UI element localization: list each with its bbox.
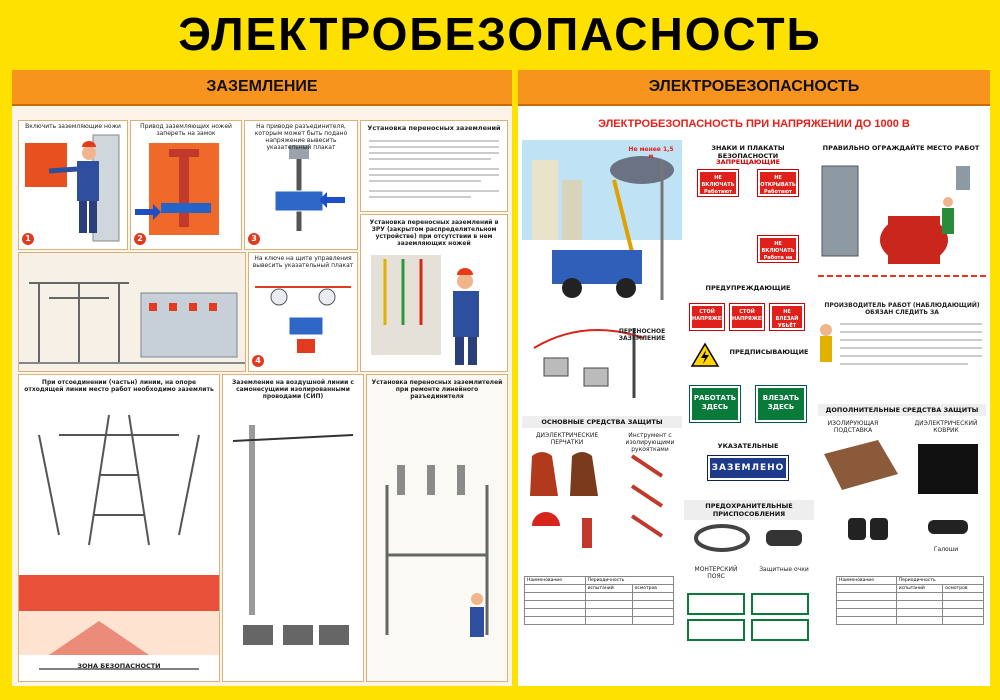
tool-label: Инструмент с изолирующими рукоятками: [625, 432, 675, 453]
no-switch-line-sign: НЕ ВКЛЮЧАТЬ Работа на линии: [757, 235, 799, 268]
electrosafety-panel-header: ЭЛЕКТРОБЕЗОПАСНОСТЬ: [518, 70, 990, 106]
no-open-sign: НЕ ОТКРЫВАТЬ Работают люди: [757, 169, 799, 202]
disconnector-illustration: [367, 375, 507, 681]
prohibiting-label: ЗАПРЕЩАЮЩИЕ: [715, 158, 781, 166]
grounding-panel-header: ЗАЗЕМЛЕНИЕ: [12, 70, 512, 106]
zru-worker-illustration: [371, 255, 479, 365]
under-1000v-title: ЭЛЕКТРОБЕЗОПАСНОСТЬ ПРИ НАПРЯЖЕНИИ ДО 10…: [598, 118, 910, 130]
block-title: При отсоединении (частьн) линии, на опор…: [24, 379, 214, 393]
table-header: Периодичность: [584, 576, 675, 585]
table-header: осмотров: [942, 584, 984, 593]
line-grounding-block: При отсоединении (частьн) линии, на опор…: [18, 374, 220, 682]
disconnector-drive-illustration: [274, 145, 345, 231]
fenced-worksite-illustration: [818, 165, 986, 277]
goggles-label: Защитные очки: [759, 566, 809, 573]
mat-stand-boots-illustration: [824, 440, 978, 540]
stop-sign-2: СТОЙ НАПРЯЖЕНИЕ: [729, 303, 773, 331]
step-caption: Включить заземляющие ножи: [25, 123, 121, 130]
overshoes-label: Галоши: [933, 546, 959, 553]
crane-scene-illustration: [522, 140, 682, 300]
safety-zone-label: ЗОНА БЕЗОПАСНОСТИ: [77, 662, 161, 670]
electrosafety-panel: ЭЛЕКТРОБЕЗОПАСНОСТЬ ЭЛЕКТРОБЕЗОПАСНОСТЬ …: [518, 70, 990, 686]
grounded-sign: ЗАЗЕМЛЕНО: [707, 455, 789, 481]
portable-ground-illustration: [533, 328, 645, 398]
step-number: 2: [134, 233, 146, 245]
signs-section-title: ЗНАКИ И ПЛАКАТЫ БЕЗОПАСНОСТИ: [711, 144, 785, 160]
step-card-1: Включить заземляющие ножи 1: [18, 120, 128, 250]
table-header: Наименование: [836, 576, 897, 585]
stand-label: ИЗОЛИРУЮЩАЯ ПОДСТАВКА: [827, 420, 879, 434]
zru-grounding-block: Установка переносных заземлений в ЗРУ (з…: [360, 214, 508, 372]
disconnector-block: Установка переносных заземлителей при ре…: [366, 374, 508, 682]
sip-grounding-block: Заземление на воздушной линии с самонесу…: [222, 374, 364, 682]
step-caption: На ключе на щите управления вывесить ука…: [252, 255, 354, 269]
step-card-3: На приводе разъединителя, которым может …: [244, 120, 358, 250]
block-title: Заземление на воздушной линии с самонесу…: [232, 379, 354, 400]
stop-sign: СТОЙ НАПРЯЖЕНИЕ: [689, 303, 733, 331]
step-card-4: На ключе на щите управления вывесить ука…: [248, 252, 358, 372]
block-title: Установка переносных заземлений в ЗРУ (з…: [369, 219, 499, 247]
supervisor-note: ПРОИЗВОДИТЕЛЬ РАБОТ (НАБЛЮДАЮЩИЙ) ОБЯЗАН…: [824, 302, 980, 316]
block-title: Установка переносных заземлителей при ре…: [371, 379, 503, 400]
lock-drive-illustration: [135, 143, 219, 235]
poster-title: ЭЛЕКТРОБЕЗОПАСНОСТЬ: [178, 8, 822, 60]
substation-illustration: [18, 252, 246, 372]
table-header: испытаний: [895, 584, 944, 593]
mat-label: ДИЭЛЕКТРИЧЕСКИЙ КОВРИК: [914, 420, 978, 434]
tower-illustration: [19, 414, 219, 670]
table-header: Наименование: [524, 576, 586, 585]
table-header: осмотров: [631, 584, 675, 593]
fence-section-title: ПРАВИЛЬНО ОГРАЖДАЙТЕ МЕСТО РАБОТ: [822, 144, 980, 152]
belt-goggles-illustration: [694, 524, 802, 552]
protective-gear-illustration: [530, 452, 664, 548]
high-voltage-warning-icon: [690, 342, 720, 367]
instructing-label: ПРЕДПИСЫВАЮЩИЕ: [729, 348, 809, 356]
step-number: 4: [252, 355, 264, 367]
distance-label: Не менее 1,5 м: [628, 146, 674, 160]
table-header: испытаний: [584, 584, 633, 593]
climb-here-sign: ВЛЕЗАТЬ ЗДЕСЬ: [755, 385, 807, 423]
step-card-2: Привод заземляющих ножей запереть на зам…: [130, 120, 242, 250]
precaution-title: ПРЕДОХРАНИТЕЛЬНЫЕ ПРИСПОСОБЛЕНИЯ: [684, 500, 814, 520]
belt-label: МОНТЕРСКИЙ ПОЯС: [694, 566, 738, 580]
step-number: 1: [22, 233, 34, 245]
control-panel-key-illustration: [255, 286, 351, 353]
text-lines: [369, 140, 499, 198]
sip-pole-illustration: [232, 425, 354, 645]
step-caption: На приводе разъединителя, которым может …: [254, 123, 348, 151]
step-caption: Привод заземляющих ножей запереть на зам…: [140, 123, 232, 137]
precaution-tags: [687, 593, 809, 641]
warning-label: ПРЕДУПРЕЖДАЮЩИЕ: [705, 284, 791, 292]
work-here-sign: РАБОТАТЬ ЗДЕСЬ: [689, 385, 741, 423]
supervisor-notes-lines: [820, 323, 982, 365]
block-title: Установка переносных заземлений: [367, 124, 501, 132]
indicating-label: УКАЗАТЕЛЬНЫЕ: [717, 442, 779, 450]
extra-protection-title: ДОПОЛНИТЕЛЬНЫЕ СРЕДСТВА ЗАЩИТЫ: [818, 404, 986, 416]
no-switch-sign: НЕ ВКЛЮЧАТЬ Работают люди: [697, 169, 739, 202]
portable-ground-label: ПЕРЕНОСНОЕ ЗАЗЕМЛЕНИЕ: [618, 328, 666, 342]
table-header: Периодичность: [895, 576, 985, 585]
grounding-panel: ЗАЗЕМЛЕНИЕ Включить заземляющие ножи 1 П…: [12, 70, 512, 686]
worker-switching-illustration: [25, 134, 120, 242]
portable-grounding-block: Установка переносных заземлений: [360, 120, 508, 212]
gloves-label: ДИЭЛЕКТРИЧЕСКИЕ ПЕРЧАТКИ: [535, 432, 599, 446]
no-climb-sign: НЕ ВЛЕЗАЙ УБЬЁТ: [769, 303, 805, 331]
main-protection-title: ОСНОВНЫЕ СРЕДСТВА ЗАЩИТЫ: [522, 416, 682, 428]
step-number: 3: [248, 233, 260, 245]
